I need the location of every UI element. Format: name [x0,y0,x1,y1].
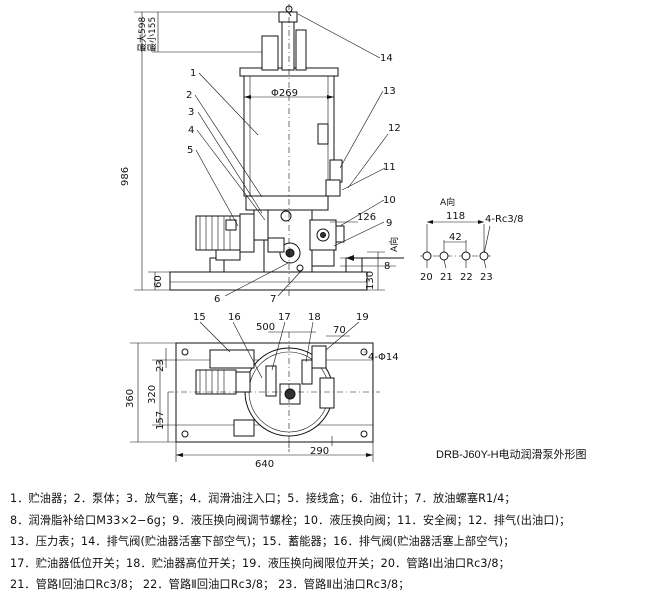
accumulator [209,349,255,369]
dim-500: 500 [256,322,275,333]
dim-hole: 4-Φ14 [368,352,399,363]
technical-drawing: 最大598 最小155 986 60 130 8 A向 126 Φ269 [120,4,524,470]
pump-top-flange [245,195,329,211]
callout-12: 12 [388,123,401,134]
legend-line: 21．管路Ⅰ回油口Rc3/8； 22．管路Ⅱ回油口Rc3/8； 23．管路Ⅱ出油… [10,578,410,591]
dim-320: 320 [147,385,158,404]
dim-42: 42 [449,232,462,243]
legend-line: 8．润滑脂补给口M33×2−6g；9．液压换向阀调节螺栓；10．液压换向阀；11… [10,513,571,527]
dim-70: 70 [333,325,346,336]
dim-118: 118 [446,211,465,222]
callout-17: 17 [278,312,291,323]
dim-130: 130 [365,271,376,290]
level-gauge [317,123,329,145]
callout-5: 5 [187,145,193,156]
callout-2: 2 [186,90,192,101]
callout-4: 4 [188,125,194,136]
callout-22: 22 [460,272,473,283]
a-direction-label: A向 [388,237,400,252]
a-detail-title: A向 [440,196,455,208]
plan-view: 360 320 157 23 640 290 500 70 4-Φ14 [125,321,399,470]
callout-23: 23 [480,272,493,283]
callout-10: 10 [383,195,396,206]
callout-9: 9 [386,218,392,229]
callout-16: 16 [228,312,241,323]
dim-23: 23 [155,359,166,372]
dim-126: 126 [357,212,376,223]
callout-14: 14 [380,53,393,64]
dim-thread: 4-Rc3/8 [485,214,524,225]
legend-line: 17．贮油器低位开关；18．贮油器高位开关；19．液压换向阀限位开关；20．管路… [10,556,510,570]
callout-11: 11 [383,162,396,173]
front-view: 最大598 最小155 986 60 130 8 A向 126 Φ269 [120,4,404,298]
callout-1: 1 [190,68,196,79]
callout-18: 18 [308,312,321,323]
dim-360: 360 [125,389,136,408]
dim-640: 640 [255,459,274,470]
dim-157: 157 [155,411,166,430]
dim-986: 986 [120,167,131,186]
callout-6: 6 [214,294,220,305]
callout-20: 20 [420,272,433,283]
piston-rod [281,19,295,71]
callout-15: 15 [193,312,206,323]
a-view-detail: A向 118 42 4-Rc3/8 [420,196,524,269]
dim-8: 8 [384,261,390,272]
callout-7: 7 [270,294,276,305]
callout-3: 3 [188,107,194,118]
legend-line: 13．压力表；14．排气阀(贮油器活塞下部空气)；15．蓄能器；16．排气阀(贮… [10,535,515,548]
pressure-gauge [329,159,343,183]
base-plate [169,271,368,291]
callout-19: 19 [356,312,369,323]
callout-13: 13 [383,86,396,97]
drawing-caption: DRB-J60Y-H电动润滑泵外形图 [436,449,587,461]
callout-21: 21 [440,272,453,283]
dim-phi269: Φ269 [271,88,298,99]
legend-line: 1．贮油器；2．泵体；3．放气塞；4．润滑油注入口；5．接线盒；6．油位计；7．… [10,492,516,505]
dim-min155: 最小155 [147,17,158,52]
dim-60: 60 [153,275,164,288]
dim-290: 290 [310,446,329,457]
parts-legend: 1．贮油器；2．泵体；3．放气塞；4．润滑油注入口；5．接线盒；6．油位计；7．… [10,488,650,596]
